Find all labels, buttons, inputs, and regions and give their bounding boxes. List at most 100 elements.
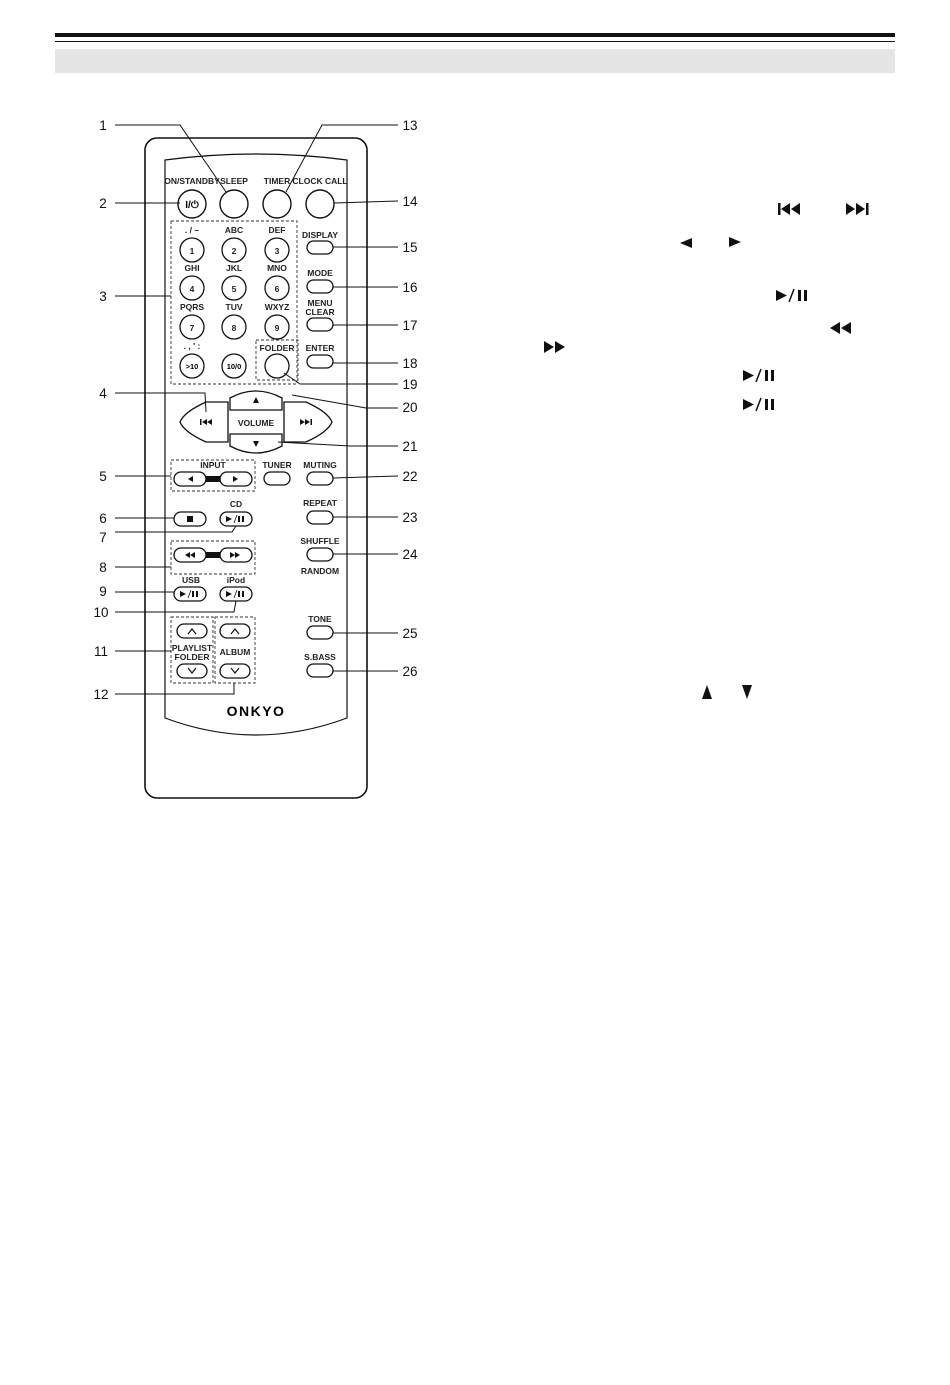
key-1-button[interactable] [179, 237, 205, 263]
repeat-button[interactable] [306, 510, 334, 525]
callout-8: 8 [99, 560, 107, 575]
callout-26: 26 [402, 664, 417, 679]
section-header-band [55, 49, 895, 73]
callout-lines [115, 124, 399, 695]
cd-play-pause-button[interactable] [219, 511, 253, 527]
callout-12: 12 [93, 687, 108, 702]
callout-19: 19 [402, 377, 417, 392]
ipod-play-pause-button[interactable] [219, 586, 253, 602]
key-3-letters: DEF [269, 225, 286, 235]
folder-button[interactable] [264, 353, 290, 379]
key-5-letters: JKL [226, 263, 242, 273]
callout-22: 22 [402, 469, 417, 484]
callout-17: 17 [402, 318, 417, 333]
gt10-button[interactable] [179, 353, 205, 379]
key-7-button[interactable] [179, 314, 205, 340]
down-triangle-icon [253, 441, 259, 447]
tuner-label: TUNER [262, 460, 291, 470]
callout-numbers: 1 2 3 4 5 6 7 8 9 10 11 12 13 14 15 16 1… [93, 118, 418, 702]
sbass-button[interactable] [306, 663, 334, 678]
muting-label: MUTING [303, 460, 337, 470]
key-1-digit: 1 [190, 246, 195, 256]
key-1-letters: . / – [185, 225, 199, 235]
key-9-button[interactable] [264, 314, 290, 340]
key-4-letters: GHI [184, 263, 199, 273]
key-6-button[interactable] [264, 275, 290, 301]
chevron-up-icon [187, 628, 197, 635]
input-label: INPUT [200, 460, 226, 470]
key-8-digit: 8 [232, 323, 237, 333]
callout-5: 5 [99, 469, 107, 484]
chevron-up-icon [230, 628, 240, 635]
callout-14: 14 [402, 194, 418, 209]
tone-button[interactable] [306, 625, 334, 640]
timer-label: TIMER [264, 176, 290, 186]
album-down-button[interactable] [219, 663, 251, 679]
callout-15: 15 [402, 240, 417, 255]
fast-forward-icon [230, 552, 240, 558]
ten-zero-button[interactable] [221, 353, 247, 379]
callout-21: 21 [402, 439, 417, 454]
random-label: RANDOM [301, 566, 339, 576]
timer-button[interactable] [262, 189, 292, 219]
usb-play-pause-button[interactable] [173, 586, 207, 602]
sbass-label: S.BASS [304, 652, 336, 662]
tone-label: TONE [308, 614, 332, 624]
ipod-label: iPod [227, 575, 245, 585]
key-2-button[interactable] [221, 237, 247, 263]
callout-24: 24 [402, 547, 418, 562]
enter-button[interactable] [306, 354, 334, 369]
input-bar [206, 476, 220, 482]
key-3-button[interactable] [264, 237, 290, 263]
callout-3: 3 [99, 289, 107, 304]
key-2-letters: ABC [225, 225, 243, 235]
search-bar [206, 552, 220, 558]
callout-25: 25 [402, 626, 417, 641]
playlist-down-button[interactable] [176, 663, 208, 679]
left-arrow-icon [188, 476, 193, 482]
prev-next-symbols [778, 203, 869, 215]
down-triangle-symbol [742, 685, 752, 699]
brand-logo: ONKYO [227, 703, 286, 719]
playlist-label: PLAYLIST [172, 643, 213, 653]
power-icon: I/⏻ [185, 199, 199, 211]
key-6-digit: 6 [275, 284, 280, 294]
volume-label: VOLUME [238, 418, 275, 428]
on-standby-button[interactable] [177, 189, 207, 219]
skip-forward-icon [300, 419, 312, 425]
key-5-button[interactable] [221, 275, 247, 301]
muting-button[interactable] [306, 471, 334, 486]
callout-9: 9 [99, 584, 107, 599]
callout-6: 6 [99, 511, 107, 526]
key-9-letters: WXYZ [265, 302, 290, 312]
album-up-button[interactable] [219, 623, 251, 639]
key-7-letters: PQRS [180, 302, 204, 312]
usb-label: USB [182, 575, 200, 585]
callout-16: 16 [402, 280, 417, 295]
sleep-button[interactable] [219, 189, 249, 219]
clock-call-button[interactable] [305, 189, 335, 219]
button-group-outlines [170, 220, 299, 684]
callout-20: 20 [402, 400, 417, 415]
ten-zero-label: 10/0 [227, 362, 242, 371]
key-4-button[interactable] [179, 275, 205, 301]
mode-button[interactable] [306, 279, 334, 294]
shuffle-random-button[interactable] [306, 547, 334, 562]
menu-clear-button[interactable] [306, 317, 334, 332]
mode-label: MODE [307, 268, 333, 278]
punctuation-label: . , ' : [184, 341, 201, 351]
callout-7: 7 [99, 530, 107, 545]
up-triangle-icon [253, 397, 259, 403]
key-8-button[interactable] [221, 314, 247, 340]
callout-23: 23 [402, 510, 417, 525]
clock-call-label: CLOCK CALL [292, 176, 347, 186]
callout-2: 2 [99, 196, 107, 211]
playlist-up-button[interactable] [176, 623, 208, 639]
display-button[interactable] [306, 240, 334, 255]
cd-play-pause-icon [226, 514, 244, 524]
tuner-button[interactable] [263, 471, 291, 486]
on-standby-label: ON/STANDBY [164, 176, 220, 186]
rewind-icon [185, 552, 195, 558]
callout-11: 11 [94, 644, 108, 659]
play-pause-symbol [743, 368, 774, 383]
